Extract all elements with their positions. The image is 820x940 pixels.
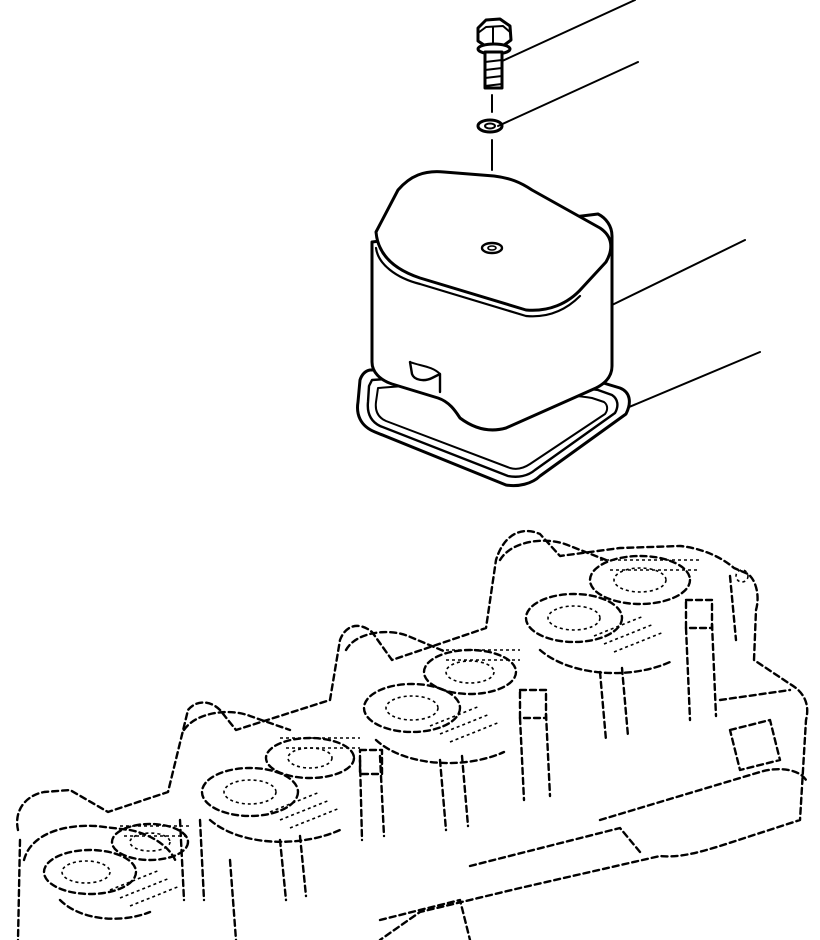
valve-housing [22, 818, 238, 940]
leader-line-washer [497, 61, 639, 127]
valve-cover [370, 170, 614, 432]
leader-line-gasket [621, 351, 761, 411]
bolt [476, 17, 513, 90]
washer [476, 118, 504, 134]
leader-line-cover [611, 239, 746, 306]
valve-housing [498, 539, 749, 742]
valve-housing [182, 710, 386, 902]
shading [109, 559, 700, 907]
leader-lines [497, 0, 761, 411]
leader-line-bolt [499, 0, 636, 63]
cylinder-head [15, 529, 809, 940]
